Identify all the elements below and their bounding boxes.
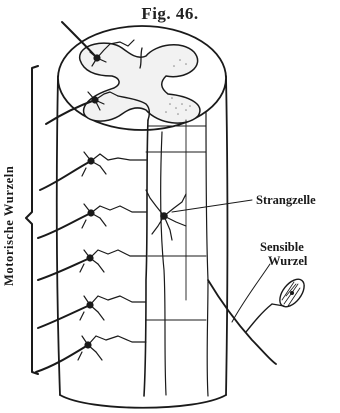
motor-roots-bracket xyxy=(26,66,38,374)
motor-root-1 xyxy=(40,161,91,190)
cord-cylinder-left-edge xyxy=(57,76,60,395)
motor-neuron-3 xyxy=(80,250,146,272)
strand-cell xyxy=(146,190,186,240)
second-descending-fibre xyxy=(161,132,166,395)
sensory-root-label-line1: Sensible xyxy=(260,240,304,255)
motor-roots-label: Motorische Wurzeln xyxy=(2,106,17,286)
right-ascending-fibre xyxy=(206,112,208,396)
main-descending-fibre xyxy=(144,120,148,396)
sensory-root xyxy=(208,280,276,364)
motor-neuron-5 xyxy=(78,336,146,360)
motor-neuron-1 xyxy=(82,152,146,176)
cord-cylinder-right-edge xyxy=(226,76,228,395)
sensory-root-label-line2: Wurzel xyxy=(268,254,307,269)
motor-neuron-2 xyxy=(82,204,146,228)
sensory-root-pointer xyxy=(232,264,270,322)
motor-root-5 xyxy=(36,345,88,372)
sensory-root-branch xyxy=(246,304,272,332)
motor-root-3 xyxy=(38,258,90,280)
strand-cell-label: Strangzelle xyxy=(256,193,316,208)
strand-cell-pointer xyxy=(172,200,252,212)
cord-cylinder-bottom xyxy=(60,395,226,408)
motor-neuron-4 xyxy=(80,296,146,320)
